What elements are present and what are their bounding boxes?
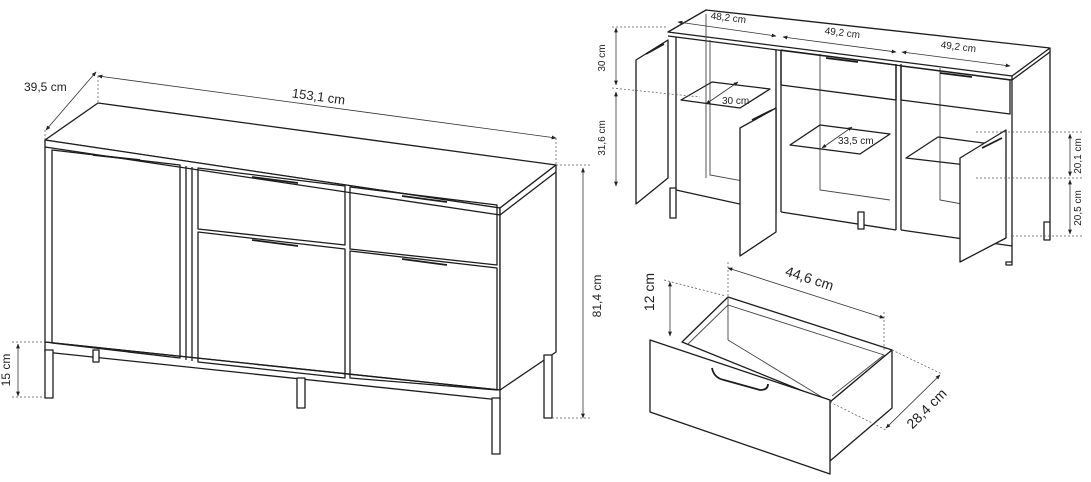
right-lower-label: 20,5 cm <box>1073 190 1084 226</box>
front-view-dimensions: 153,1 cm 39,5 cm 81,4 cm 15 cm <box>0 71 604 419</box>
open-view-dimensions: 48,2 cm 49,2 cm 49,2 cm 30 cm 31,6 cm 30… <box>597 11 1084 237</box>
upper-left-drawer <box>197 167 346 246</box>
door-handle-3 <box>251 239 299 247</box>
shelf-depth-label: 30 cm <box>722 96 749 107</box>
open-door-right <box>959 129 1007 263</box>
compartment-width-3: 49,2 cm <box>940 40 977 55</box>
right-upper-label: 20,1 cm <box>1073 138 1084 174</box>
height-label: 81,4 cm <box>590 275 604 318</box>
door-handle-4 <box>401 258 448 266</box>
drawer-width-label: 44,6 cm <box>783 263 835 294</box>
open-top-drawer-right <box>900 65 1011 115</box>
lower-height-label: 31,6 cm <box>597 120 608 156</box>
depth-label: 39,5 cm <box>24 80 67 94</box>
width-label: 153,1 cm <box>291 86 346 108</box>
drawer-depth-label: 28,4 cm <box>903 385 950 432</box>
shelf-middle <box>789 124 891 155</box>
top-height-label: 30 cm <box>597 44 608 71</box>
shelf-left <box>680 81 771 109</box>
upper-right-drawer <box>349 186 498 266</box>
open-top-drawer-mid <box>780 49 897 101</box>
legs <box>44 349 553 455</box>
sideboard-front-view <box>44 102 557 455</box>
drawer-handle <box>711 367 769 391</box>
sideboard-right-side <box>499 164 557 391</box>
compartment-width-2: 49,2 cm <box>824 26 861 41</box>
compartment-width-1: 48,2 cm <box>710 11 747 26</box>
left-door-handle <box>92 154 141 161</box>
open-door-middle <box>739 107 777 257</box>
lower-left-door <box>197 231 346 379</box>
drawer-view <box>649 296 893 475</box>
drawer-handle-2 <box>401 195 448 203</box>
leg-label: 15 cm <box>0 354 13 387</box>
drawer-front <box>649 339 831 475</box>
drawer-height-label: 12 cm <box>641 273 657 311</box>
drawer-handle-1 <box>251 176 299 184</box>
open-door-left <box>635 39 669 205</box>
middle-shelf-depth-label: 33,5 cm <box>838 136 874 147</box>
